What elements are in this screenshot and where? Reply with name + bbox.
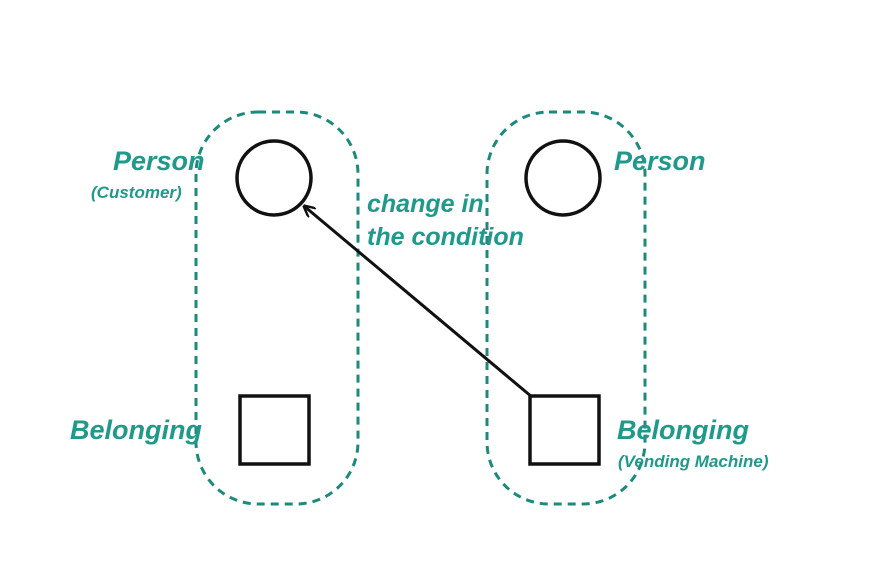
right-belonging-sublabel: (Vending Machine) — [618, 452, 769, 471]
arrow-label-line2: the condition — [367, 223, 524, 251]
right-belonging-label: Belonging — [617, 415, 749, 445]
arrow-label-line1: change in — [367, 190, 484, 218]
right-belonging-square — [528, 394, 601, 466]
right-group-boundary — [485, 110, 647, 506]
right-person-label: Person — [614, 146, 706, 176]
left-person-circle — [235, 139, 313, 217]
change-arrow — [304, 206, 533, 399]
right-person-circle — [524, 139, 602, 217]
left-belonging-square — [238, 394, 311, 466]
left-person-label: Person — [113, 146, 205, 176]
left-group-boundary — [194, 110, 360, 506]
left-belonging-label: Belonging — [70, 415, 202, 445]
left-person-sublabel: (Customer) — [91, 183, 182, 202]
